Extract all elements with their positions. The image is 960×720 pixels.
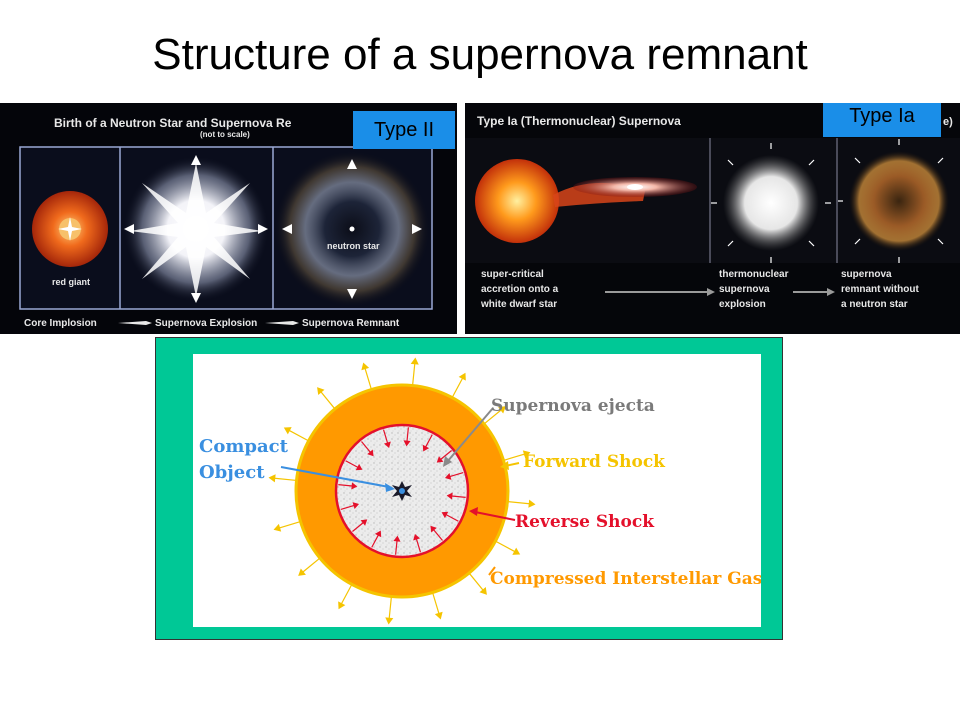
reverse-shock-arrowhead bbox=[422, 444, 430, 452]
companion-star bbox=[475, 159, 559, 243]
reverse-shock-arrow bbox=[361, 441, 371, 453]
reverse-shock-arrow bbox=[451, 495, 466, 498]
label-compressed-gas: Compressed Interstellar Gas bbox=[490, 569, 761, 589]
remnant-diagram-frame: Supernova ejecta Compact Object Forward … bbox=[155, 337, 783, 640]
reverse-shock-arrow bbox=[338, 484, 353, 487]
remnant-diagram-canvas: Supernova ejecta Compact Object Forward … bbox=[193, 354, 762, 627]
forward-shock-arrowhead bbox=[385, 617, 394, 625]
type-ii-panel: Birth of a Neutron Star and Supernova Re… bbox=[0, 103, 457, 334]
reverse-shock-arrows bbox=[338, 427, 466, 555]
forward-shock-arrow bbox=[274, 477, 297, 482]
forward-shock-arrow bbox=[432, 592, 440, 614]
reverse-shock-arrow bbox=[395, 540, 398, 555]
reverse-shock-arrowhead bbox=[360, 519, 368, 526]
forward-shock-arrowhead bbox=[479, 587, 487, 595]
slide-title: Structure of a supernova remnant bbox=[152, 30, 808, 79]
forward-shock-arrow bbox=[288, 429, 309, 442]
reverse-shock-arrow bbox=[406, 427, 409, 442]
reverse-shock-arrow bbox=[445, 514, 459, 522]
reverse-shock-arrowhead bbox=[352, 502, 360, 510]
type-ii-subheading: (not to scale) bbox=[200, 130, 250, 139]
forward-shock-arrow bbox=[411, 363, 416, 386]
label-red-giant: red giant bbox=[52, 277, 90, 287]
label-compact-line-2: Object bbox=[199, 462, 265, 483]
reverse-shock-arrowhead bbox=[413, 533, 421, 541]
reverse-shock-arrow bbox=[425, 434, 433, 448]
forward-shock-arrowhead bbox=[498, 406, 506, 414]
type-ia-panel: Type Ia (Thermonuclear) Supernova e) sup… bbox=[465, 103, 960, 334]
label-forward-shock: Forward Shock bbox=[523, 452, 666, 472]
reverse-shock-arrowhead bbox=[351, 482, 358, 490]
forward-shock-arrowhead bbox=[283, 427, 292, 435]
reverse-shock-arrowhead bbox=[441, 511, 449, 519]
reverse-shock-arrowhead bbox=[430, 525, 437, 533]
reverse-shock-arrow bbox=[440, 450, 452, 460]
type-ia-heading: Type Ia (Thermonuclear) Supernova bbox=[477, 114, 681, 128]
label-supernova-ejecta: Supernova ejecta bbox=[491, 396, 655, 416]
label-neutron-star: neutron star bbox=[327, 241, 380, 251]
forward-shock-arrowhead bbox=[317, 387, 325, 395]
caption-supernova-remnant: Supernova Remnant bbox=[302, 318, 400, 329]
reverse-shock-arrowhead bbox=[436, 456, 444, 463]
forward-shock-arrowhead bbox=[458, 372, 466, 381]
caption-remnant-no-neutron-star: supernova remnant without a neutron star bbox=[841, 269, 922, 310]
forward-shock-arrowhead bbox=[522, 450, 531, 459]
forward-shock-arrowhead bbox=[528, 499, 536, 508]
label-reverse-shock: Reverse Shock bbox=[515, 512, 655, 532]
reverse-shock-arrow bbox=[371, 534, 379, 548]
forward-shock-arrowhead bbox=[338, 601, 346, 610]
reverse-shock-arrowhead bbox=[403, 440, 411, 447]
type-ii-badge: Type II bbox=[353, 111, 455, 149]
thermonuclear-explosion bbox=[723, 155, 819, 251]
reverse-shock-arrow bbox=[345, 460, 359, 468]
reverse-shock-arrow bbox=[415, 538, 422, 553]
type-ia-heading-tail: e) bbox=[943, 116, 953, 128]
reverse-shock-arrowhead bbox=[444, 472, 452, 480]
reverse-shock-arrowhead bbox=[446, 492, 453, 500]
forward-shock-arrow bbox=[451, 377, 464, 398]
forward-shock-arrow bbox=[495, 540, 516, 553]
forward-shock-arrowhead bbox=[512, 547, 521, 555]
caption-accretion: super-critical accretion onto a white dw… bbox=[480, 269, 561, 310]
reverse-shock-arrowhead bbox=[393, 535, 401, 542]
forward-shock-arrow bbox=[340, 584, 353, 605]
forward-shock-arrow bbox=[302, 557, 321, 573]
reverse-shock-arrow bbox=[449, 471, 464, 478]
reverse-shock-arrow bbox=[382, 429, 389, 444]
remnant-diagram-svg: Supernova ejecta Compact Object Forward … bbox=[199, 357, 762, 625]
reverse-shock-arrow bbox=[352, 522, 364, 532]
forward-shock-arrow bbox=[483, 409, 502, 425]
label-compact-line-1: Compact bbox=[199, 436, 289, 457]
forward-shock-arrowhead bbox=[434, 611, 443, 620]
forward-shock-arrowhead bbox=[298, 568, 306, 576]
forward-shock-arrowhead bbox=[361, 362, 370, 371]
forward-shock-arrowhead bbox=[410, 357, 419, 365]
forward-shock-arrow bbox=[320, 391, 336, 410]
forward-shock-arrow bbox=[507, 500, 530, 505]
forward-shock-arrows bbox=[268, 357, 536, 625]
caption-core-implosion: Core Implosion bbox=[24, 318, 97, 329]
caption-thermonuclear-explosion: thermonuclear supernova explosion bbox=[719, 269, 791, 310]
reverse-shock-arrowhead bbox=[383, 441, 391, 449]
type-ia-badge: Type Ia bbox=[823, 103, 941, 137]
forward-shock-arrow bbox=[364, 368, 372, 390]
forward-shock-arrowhead bbox=[273, 523, 282, 532]
reverse-shock-arrowhead bbox=[355, 463, 363, 471]
forward-shock-arrow bbox=[468, 572, 484, 591]
reverse-shock-arrow bbox=[433, 529, 443, 541]
reverse-shock-arrow bbox=[340, 504, 355, 511]
type-ii-heading: Birth of a Neutron Star and Supernova Re bbox=[54, 116, 292, 130]
reverse-shock-arrowhead bbox=[374, 530, 382, 538]
forward-shock-arrow bbox=[388, 596, 393, 619]
forward-shock-arrow bbox=[279, 521, 301, 529]
forward-shock-arrowhead bbox=[268, 474, 276, 483]
type-ia-remnant bbox=[849, 151, 949, 251]
type-ia-illustration: Type Ia (Thermonuclear) Supernova e) sup… bbox=[465, 103, 960, 334]
forward-shock-arrow bbox=[503, 453, 525, 461]
reverse-shock-arrowhead bbox=[367, 449, 374, 457]
caption-supernova-explosion: Supernova Explosion bbox=[155, 318, 257, 329]
